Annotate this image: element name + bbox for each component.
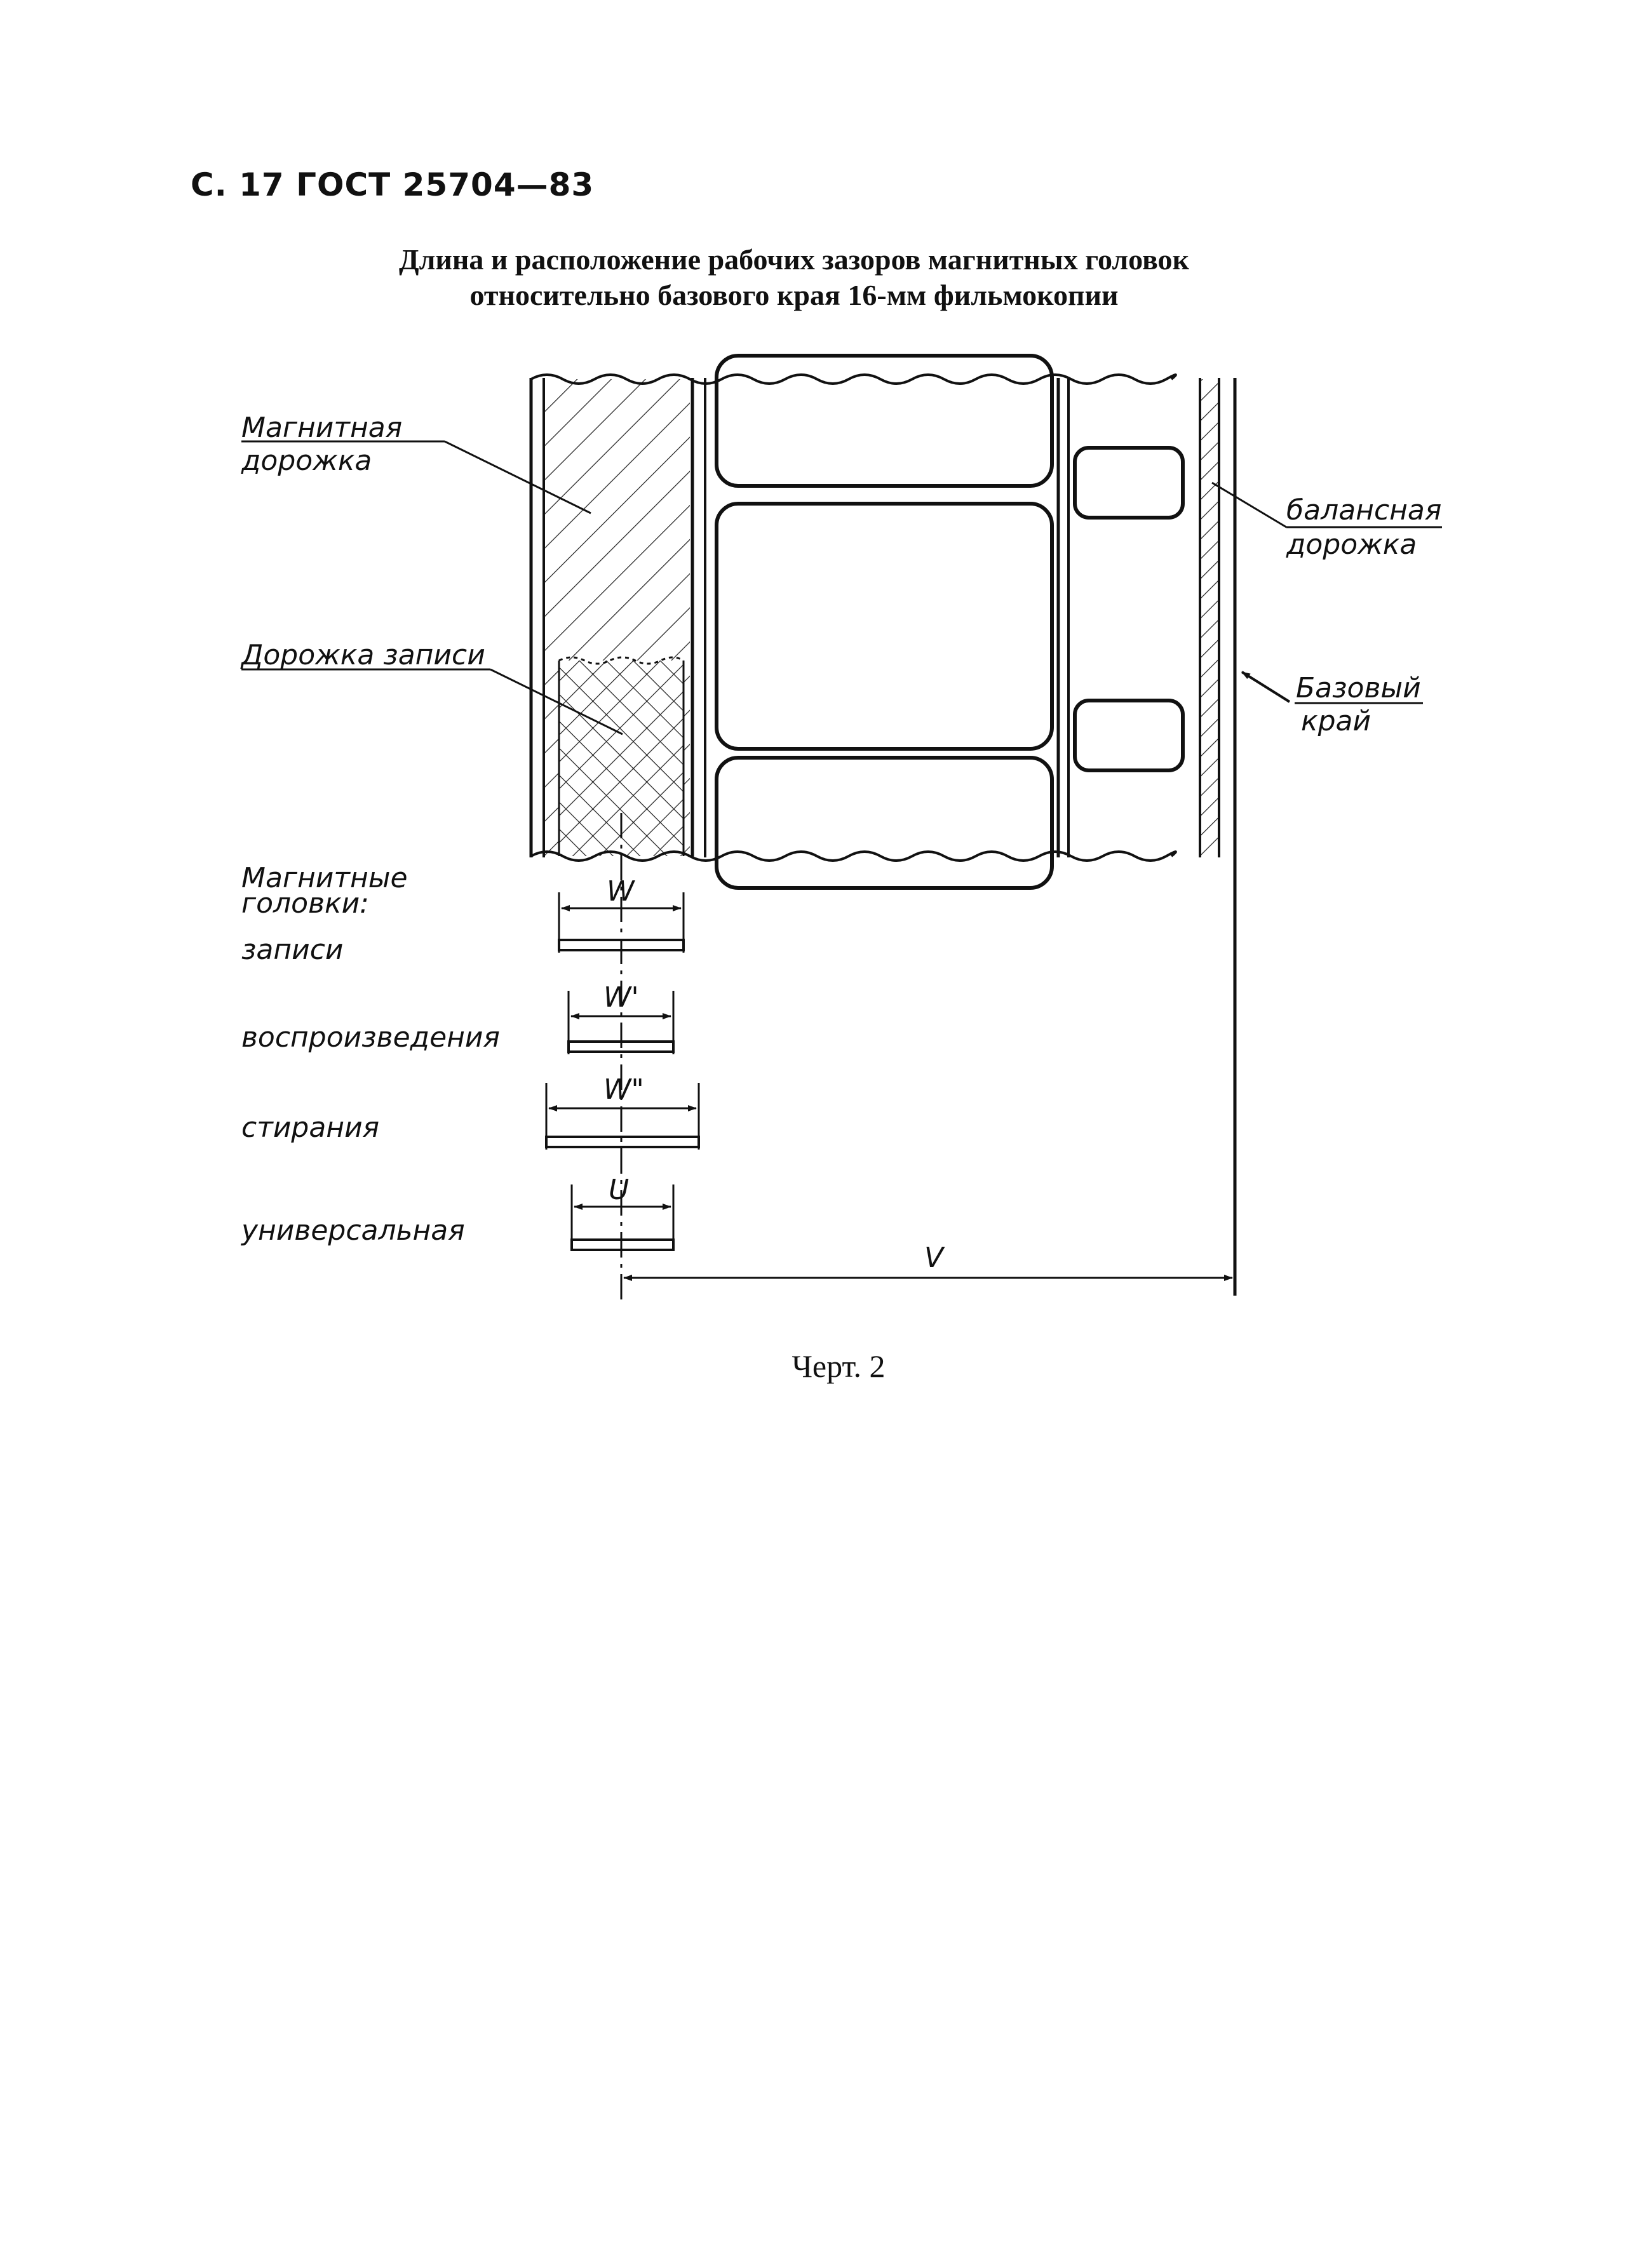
dim-w-double-prime: W" — [603, 1073, 644, 1106]
film-frame — [715, 756, 1054, 890]
head-gap-universal — [570, 1238, 675, 1251]
balance-track-label-2: дорожка — [1286, 528, 1417, 561]
head-erase: стирания W" — [241, 1073, 700, 1150]
head-gap-playback — [567, 1040, 675, 1053]
balance-track-area — [1201, 379, 1218, 856]
head-gap-erase — [545, 1136, 700, 1148]
magnetic-track-label-1: Магнитная — [241, 412, 402, 444]
figure-title-line-2: относительно базового края 16-мм фильмок… — [469, 279, 1119, 311]
leader-lines — [241, 440, 1442, 735]
head-gap-recording — [558, 939, 685, 951]
perforation — [1073, 446, 1185, 520]
figure-caption: Черт. 2 — [792, 1348, 886, 1384]
head-recording: записи W — [241, 875, 685, 966]
head-label-erase: стирания — [241, 1111, 379, 1144]
dim-v-group: V — [623, 1242, 1233, 1281]
head-label-recording: записи — [241, 934, 344, 966]
figure-title-line-1: Длина и расположение рабочих зазоров маг… — [398, 243, 1190, 276]
base-edge-label-2: край — [1301, 705, 1371, 737]
film-frame — [715, 502, 1054, 751]
recording-track-label: Дорожка записи — [240, 639, 485, 671]
film-frame — [715, 354, 1054, 488]
perforation — [1073, 699, 1185, 772]
dim-v: V — [924, 1242, 945, 1274]
head-label-universal: универсальная — [240, 1214, 465, 1247]
head-universal: универсальная U — [240, 1174, 675, 1251]
film-strip — [529, 354, 1237, 1296]
head-playback: воспроизведения W' — [241, 981, 675, 1054]
magnetic-track-label-2: дорожка — [241, 445, 372, 477]
base-edge-label-1: Базовый — [1296, 672, 1421, 704]
balance-track-label-1: балансная — [1286, 494, 1441, 527]
page-header: С. 17 ГОСТ 25704—83 — [191, 166, 595, 203]
head-label-playback: воспроизведения — [241, 1021, 500, 1054]
dim-w-prime: W' — [603, 981, 639, 1014]
dim-u: U — [609, 1174, 629, 1206]
magnetic-heads-label-1: Магнитные — [241, 862, 408, 894]
magnetic-heads-label-2: головки: — [241, 887, 369, 920]
dim-w: W — [607, 875, 635, 908]
